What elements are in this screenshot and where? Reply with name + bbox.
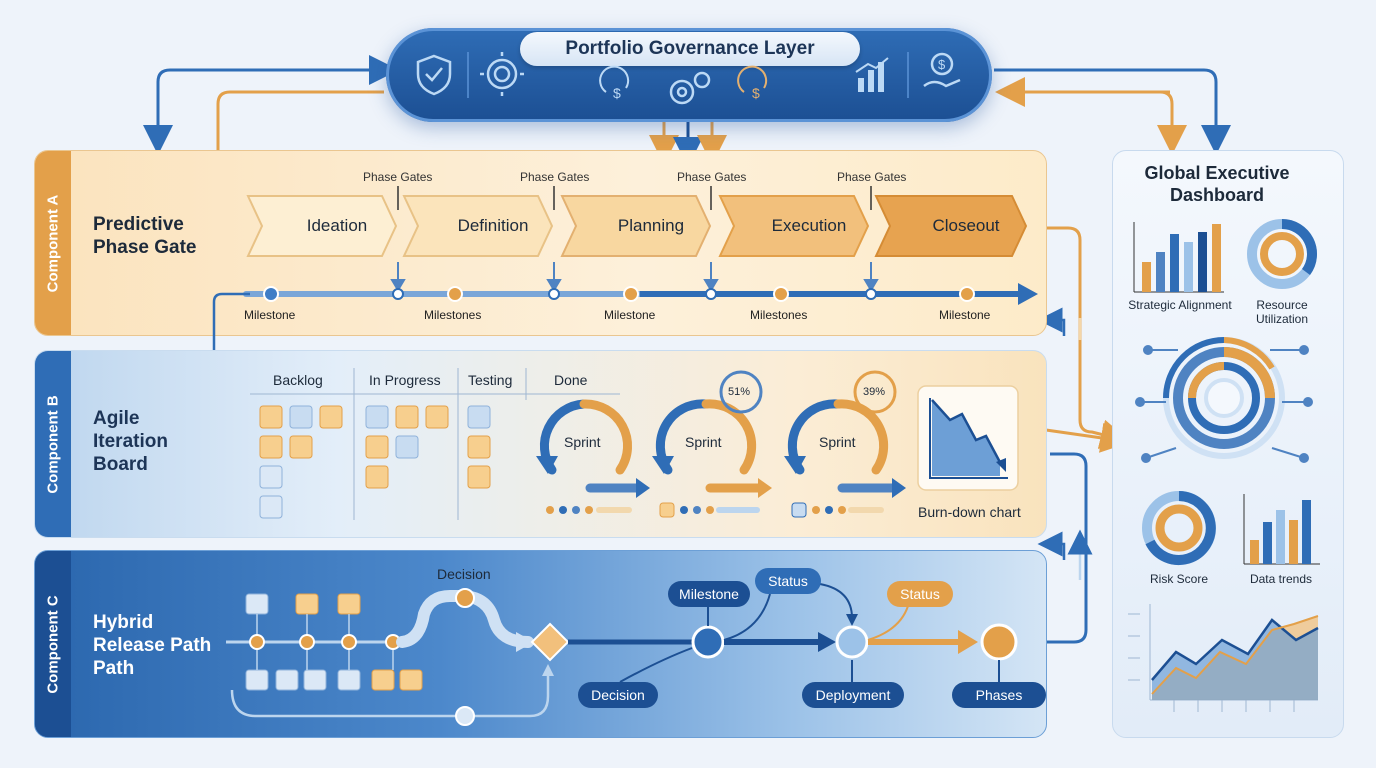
status-blue-pill[interactable]: Status: [755, 568, 821, 594]
milestone-pill[interactable]: Milestone: [668, 581, 750, 607]
phase-closeout[interactable]: Closeout: [932, 216, 1000, 235]
strategic-alignment-chart: [1133, 222, 1224, 293]
kanban-cards: [259, 405, 491, 519]
milestone-label: Milestone: [939, 308, 991, 322]
dashboard-title: Global Executive Dashboard: [1144, 163, 1290, 205]
phase-definition[interactable]: Definition: [457, 216, 529, 235]
decision-top-label: Decision: [437, 566, 491, 582]
column-in-progress: In Progress: [369, 372, 441, 388]
risk-score-donut: [1142, 491, 1216, 565]
release-cards: [245, 593, 423, 691]
phases-pill[interactable]: Phases: [952, 682, 1046, 708]
gate-label: Phase Gates: [520, 170, 590, 184]
component-c-side: Component C: [35, 551, 71, 737]
widget-label-data-trends: Data trends: [1249, 572, 1313, 586]
phase-execution[interactable]: Execution: [771, 216, 847, 235]
widget-label-resource-utilization: Resource Utilization: [1255, 298, 1309, 326]
milestone-label: Milestone: [604, 308, 656, 322]
svg-text:$: $: [613, 85, 621, 101]
milestone-label: Milestones: [424, 308, 482, 322]
component-b-side: Component B: [35, 351, 71, 537]
widget-label-risk-score: Risk Score: [1149, 572, 1208, 586]
timeline-nodes: [263, 286, 975, 302]
component-c-title: Hybrid Release Path Path: [93, 612, 212, 679]
phase-planning[interactable]: Planning: [617, 216, 685, 235]
column-backlog: Backlog: [273, 372, 323, 388]
widget-label-strategic-alignment: Strategic Alignment: [1128, 298, 1232, 312]
gate-label: Phase Gates: [677, 170, 747, 184]
data-trends-chart: [1243, 494, 1320, 565]
sprint-label: Sprint: [564, 434, 601, 450]
gate-label: Phase Gates: [837, 170, 907, 184]
dollar-cycle-icon: $: [599, 65, 630, 101]
bar-chart-icon: [855, 57, 889, 92]
svg-text:$: $: [938, 57, 946, 72]
shield-check-icon: [416, 54, 452, 96]
gear-dollar-icon: [480, 52, 524, 96]
sprint-badge: 39%: [863, 386, 886, 398]
milestone-label: Milestone: [244, 308, 296, 322]
sprint-label: Sprint: [819, 434, 856, 450]
gears-icon: [669, 71, 711, 105]
resource-utilization-donut: [1247, 219, 1317, 289]
deployment-pill[interactable]: Deployment: [802, 682, 904, 708]
governance-title: Portfolio Governance Layer: [520, 32, 860, 66]
sprint-label: Sprint: [685, 434, 722, 450]
component-a-side: Component A: [35, 151, 71, 335]
component-b-title: Agile Iteration Board: [93, 408, 168, 475]
milestone-label: Milestones: [750, 308, 808, 322]
sprint-progress-dots: [546, 502, 884, 518]
decision-bottom-pill[interactable]: Decision: [578, 682, 658, 708]
gate-label: Phase Gates: [363, 170, 433, 184]
dollar-cycle-icon: $: [737, 65, 768, 101]
phase-ideation[interactable]: Ideation: [306, 216, 368, 235]
center-target-chart: [1163, 337, 1285, 459]
column-done: Done: [554, 372, 588, 388]
component-a-title: Predictive Phase Gate: [93, 214, 197, 258]
status-orange-pill[interactable]: Status: [887, 581, 953, 607]
burndown-label: Burn-down chart: [918, 504, 1021, 520]
svg-text:$: $: [752, 85, 760, 101]
area-trend-chart: [1128, 604, 1319, 712]
column-testing: Testing: [468, 372, 513, 388]
hand-dollar-icon: [923, 52, 961, 88]
sprint-badge: 51%: [728, 386, 751, 398]
